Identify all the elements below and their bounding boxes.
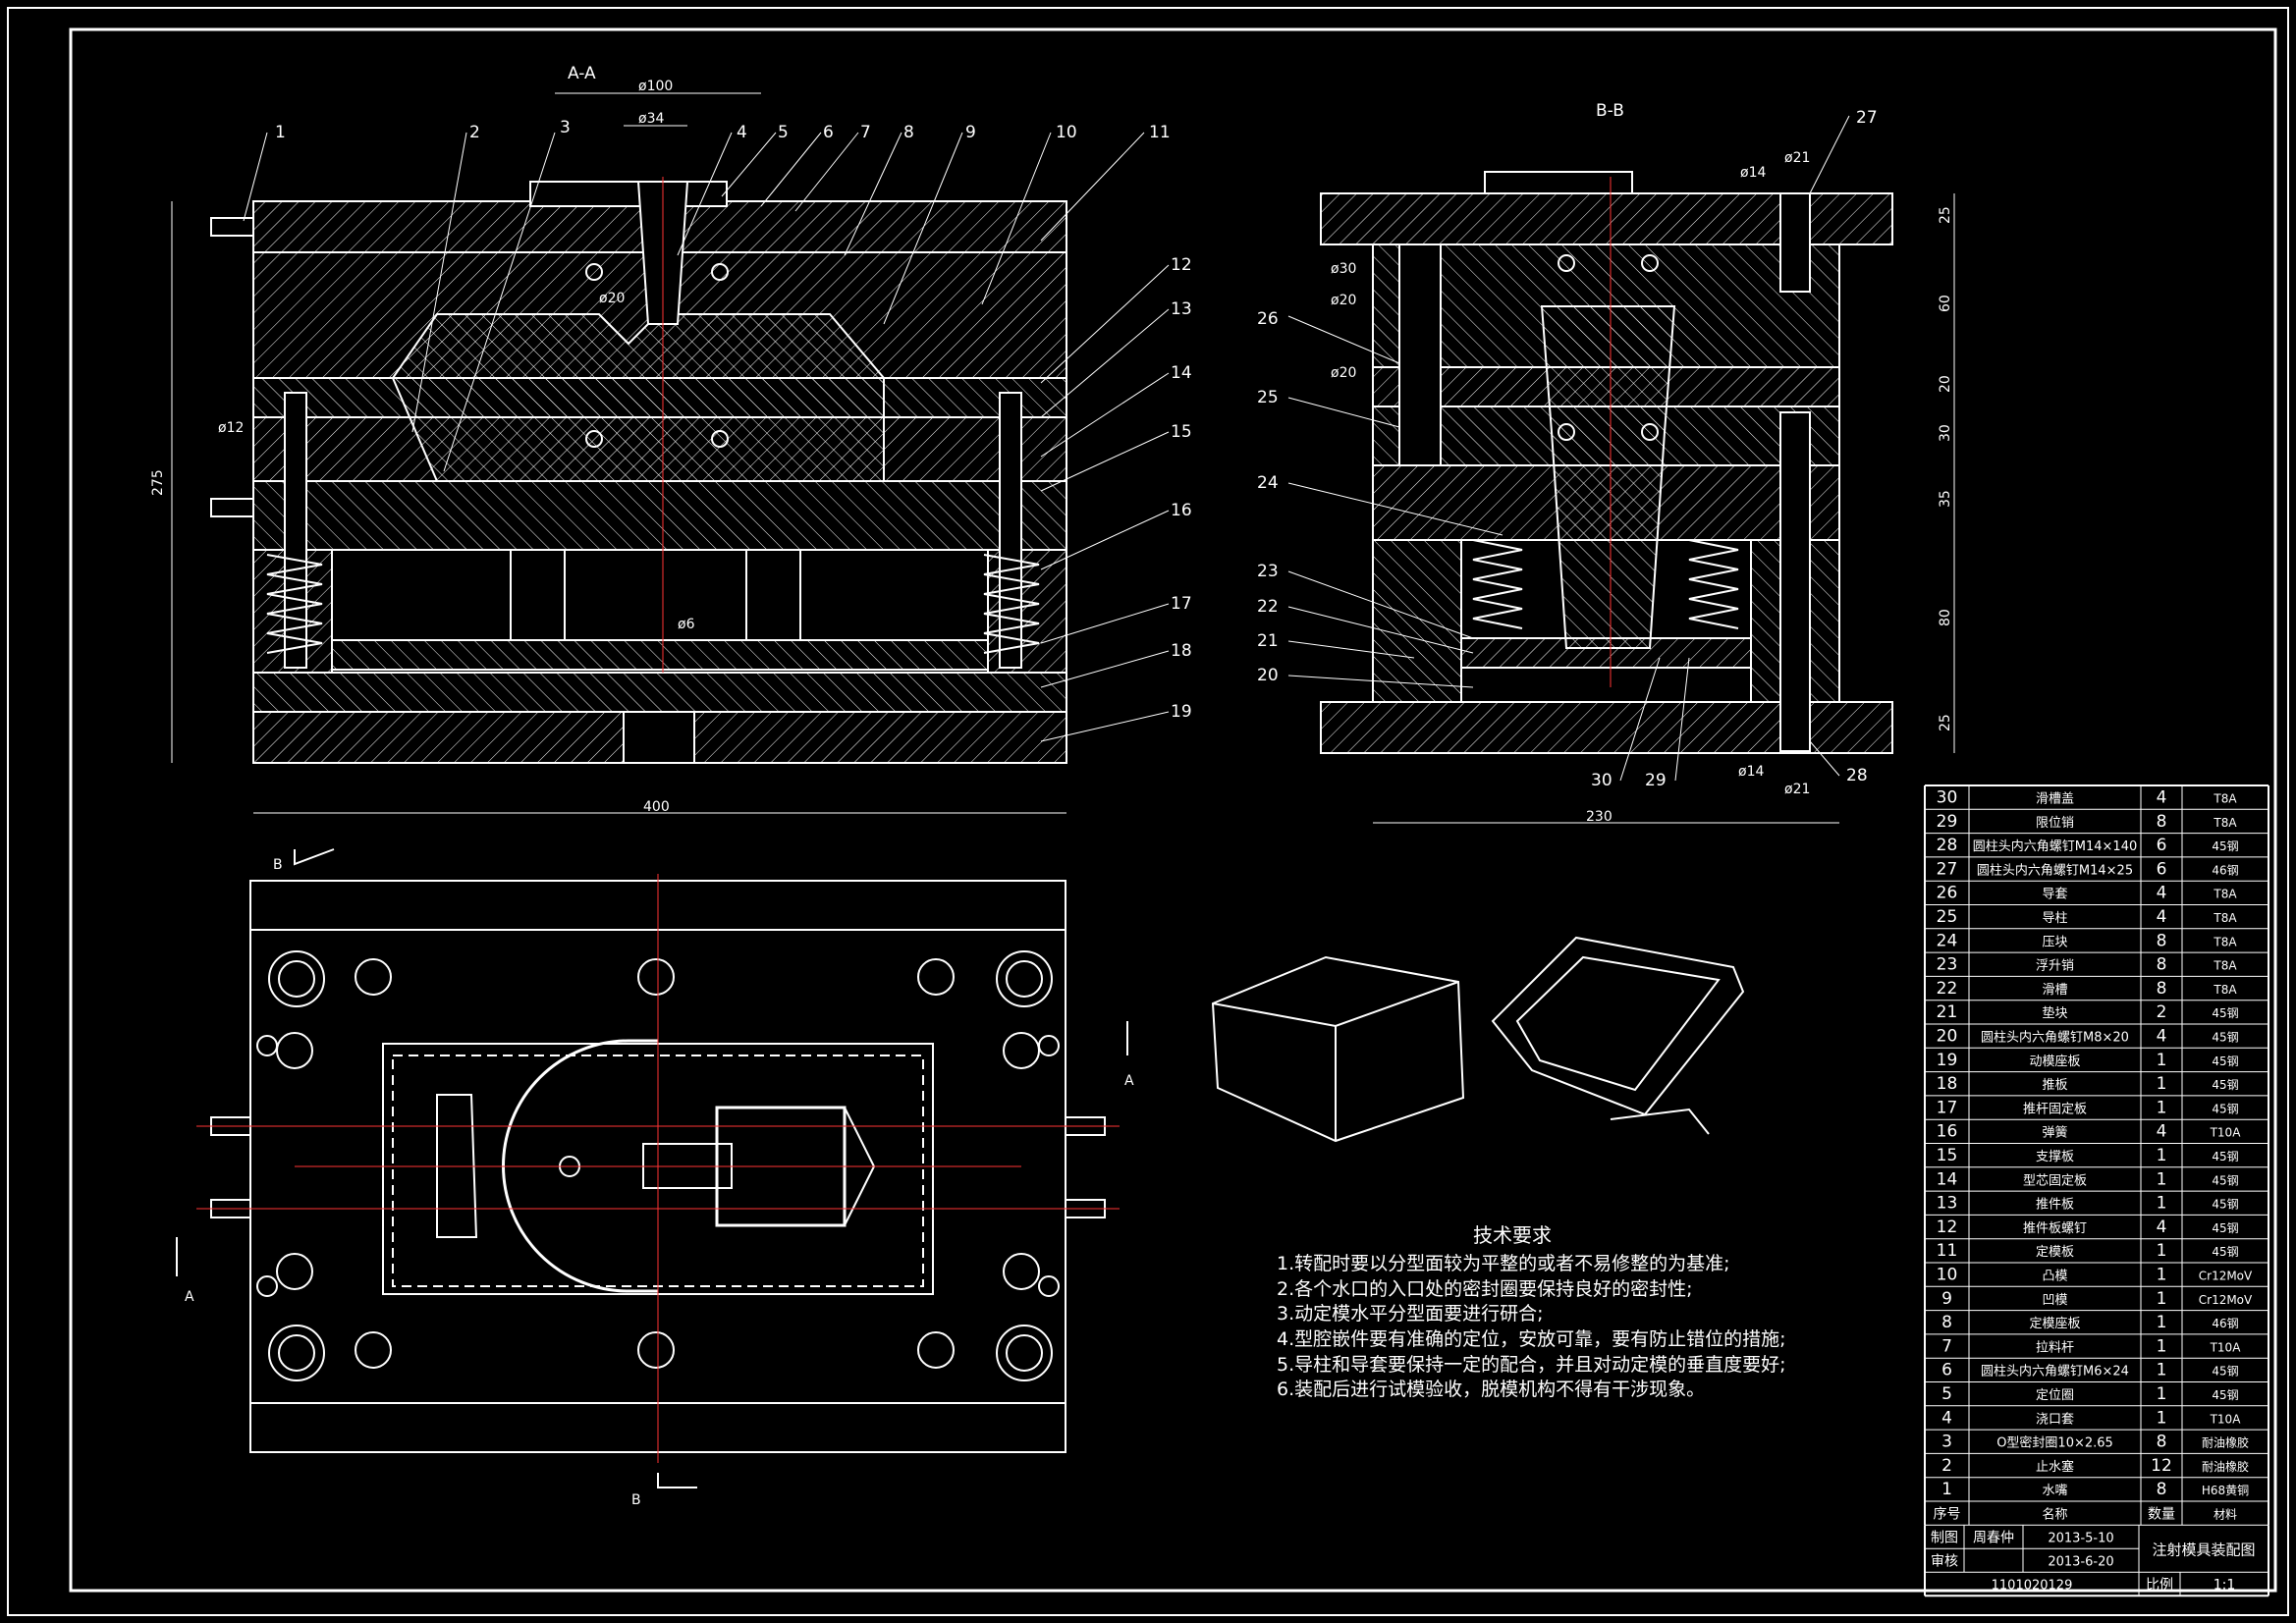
tech-line: 3.动定模水平分型面要进行研合;	[1277, 1303, 1544, 1325]
dim-d6: ø6	[678, 617, 695, 632]
balloon-aa-16: 16	[1171, 501, 1192, 520]
balloon-aa-1: 1	[275, 123, 286, 142]
balloon-bb-25: 25	[1257, 388, 1279, 407]
marker-a-left: A	[185, 1289, 194, 1305]
marker-a-right: A	[1124, 1073, 1134, 1089]
section-bb-view	[1320, 171, 1955, 824]
dim-d20b: ø20	[1331, 293, 1356, 308]
dim-v25a: 25	[1938, 206, 1953, 224]
tech-line: 5.导柱和导套要保持一定的配合，并且对动定模的垂直度要好;	[1277, 1354, 1786, 1376]
balloon-aa-12: 12	[1171, 255, 1192, 275]
balloon-aa-7: 7	[860, 123, 871, 142]
plan-view	[176, 848, 1128, 1488]
dim-d21a: ø21	[1784, 150, 1810, 166]
balloon-bb-22: 22	[1257, 597, 1279, 617]
balloon-aa-4: 4	[737, 123, 747, 142]
balloon-bb-28: 28	[1846, 766, 1868, 785]
section-bb-label: B-B	[1596, 101, 1624, 121]
balloon-bb-21: 21	[1257, 631, 1279, 651]
marker-b-top: B	[273, 857, 283, 873]
balloon-aa-6: 6	[823, 123, 834, 142]
dim-w230: 230	[1586, 809, 1613, 825]
dim-d20c: ø20	[1331, 365, 1356, 381]
dim-v60: 60	[1938, 295, 1953, 312]
aa-balloons	[243, 132, 1170, 742]
balloon-aa-13: 13	[1171, 299, 1192, 319]
outer-border	[7, 7, 2289, 1616]
balloon-aa-9: 9	[965, 123, 976, 142]
balloon-bb-30: 30	[1591, 771, 1613, 790]
balloon-aa-15: 15	[1171, 422, 1192, 442]
dim-v80: 80	[1938, 609, 1953, 626]
balloon-bb-29: 29	[1645, 771, 1667, 790]
inner-border	[69, 27, 2277, 1593]
product-iso-views	[1211, 936, 1745, 1143]
dim-d12: ø12	[218, 420, 244, 436]
balloon-bb-26: 26	[1257, 309, 1279, 329]
dim-d14b: ø14	[1738, 764, 1764, 780]
balloon-aa-19: 19	[1171, 702, 1192, 722]
balloon-aa-2: 2	[469, 123, 480, 142]
section-aa-label: A-A	[568, 64, 596, 83]
balloon-aa-18: 18	[1171, 641, 1192, 661]
dim-w400: 400	[643, 799, 670, 815]
bb-balloons	[1287, 115, 1850, 782]
tech-line: 6.装配后进行试模验收，脱模机构不得有干涉现象。	[1277, 1379, 1706, 1400]
dim-v30: 30	[1938, 424, 1953, 442]
section-aa-view	[171, 92, 1067, 814]
dim-h275: 275	[150, 469, 166, 496]
balloon-aa-17: 17	[1171, 594, 1192, 614]
balloon-aa-5: 5	[778, 123, 789, 142]
tech-requirements-title: 技术要求	[1473, 1223, 1552, 1247]
balloon-aa-3: 3	[560, 118, 571, 137]
balloon-bb-27: 27	[1856, 108, 1878, 128]
dim-d34: ø34	[638, 111, 664, 127]
tech-line: 4.型腔嵌件要有准确的定位，安放可靠，要有防止错位的措施;	[1277, 1328, 1786, 1350]
balloon-aa-8: 8	[903, 123, 914, 142]
dim-d21b: ø21	[1784, 782, 1810, 797]
dim-d20: ø20	[599, 291, 625, 306]
balloon-aa-14: 14	[1171, 363, 1192, 383]
dim-v25b: 25	[1938, 714, 1953, 731]
dim-d100: ø100	[638, 79, 673, 94]
dim-v35: 35	[1938, 490, 1953, 508]
balloon-bb-23: 23	[1257, 562, 1279, 581]
dim-d30: ø30	[1331, 261, 1356, 277]
balloon-bb-20: 20	[1257, 666, 1279, 685]
dim-v20: 20	[1938, 375, 1953, 393]
dim-d14a: ø14	[1740, 165, 1766, 181]
balloon-aa-11: 11	[1149, 123, 1171, 142]
balloon-aa-10: 10	[1056, 123, 1077, 142]
marker-b-bottom: B	[631, 1492, 641, 1508]
balloon-bb-24: 24	[1257, 473, 1279, 493]
tech-line: 2.各个水口的入口处的密封圈要保持良好的密封性;	[1277, 1278, 1693, 1300]
tech-line: 1.转配时要以分型面较为平整的或者不易修整的为基准;	[1277, 1253, 1730, 1274]
